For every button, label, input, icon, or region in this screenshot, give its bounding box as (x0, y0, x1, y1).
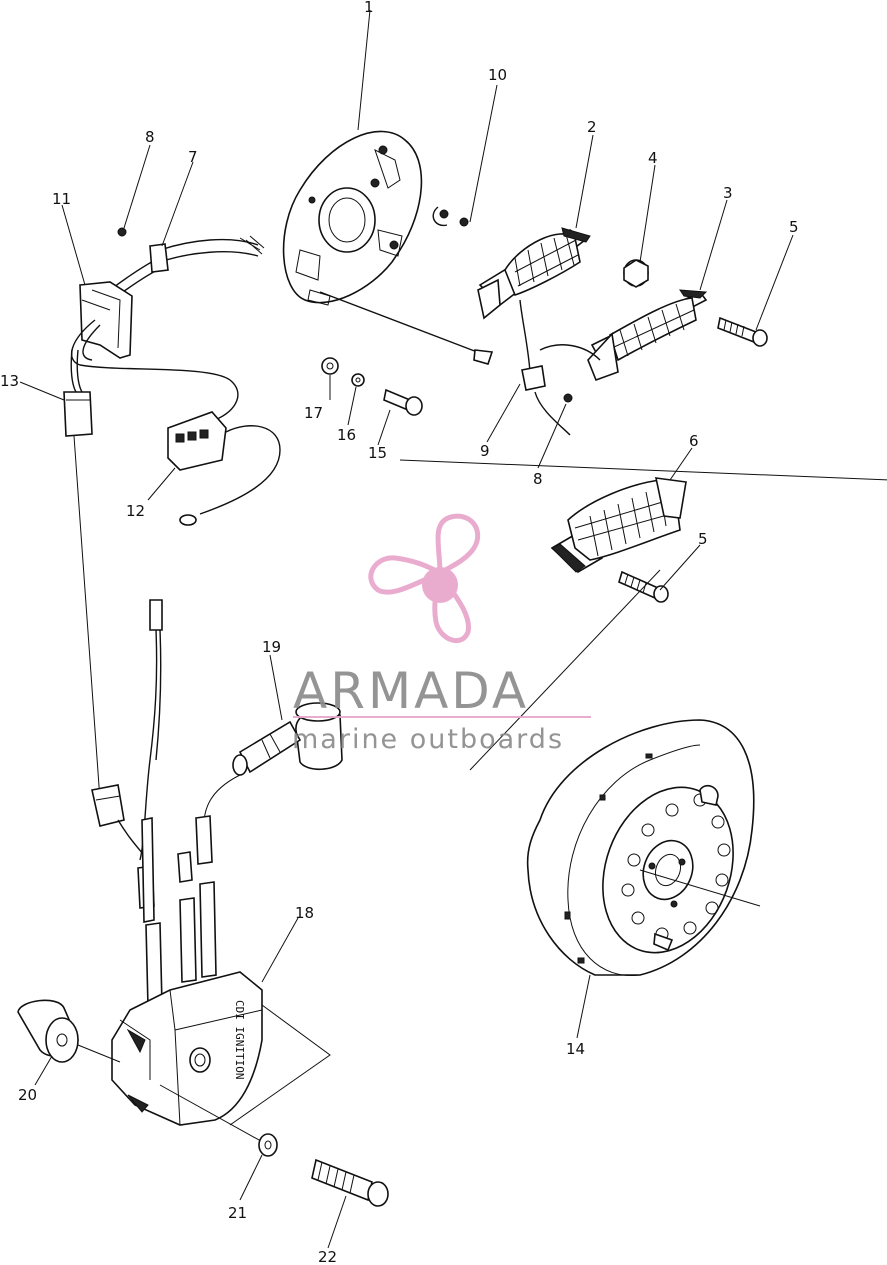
connector-13 (63, 391, 93, 437)
lead-wires (70, 319, 239, 421)
rod-guide (319, 291, 486, 356)
exciter-coil (550, 477, 687, 573)
callout-22: 22 (318, 1248, 337, 1265)
clip-retainer (432, 206, 469, 227)
screw-upper (717, 316, 768, 347)
washer-21 (258, 1133, 278, 1157)
callout-14: 14 (566, 1040, 585, 1058)
cdi-ignition-unit: CDI IGNITION (111, 815, 263, 1126)
flywheel (526, 719, 761, 977)
coil-lead-wire (519, 299, 601, 436)
callout-5-lower: 5 (698, 530, 708, 548)
callout-5-upper: 5 (789, 218, 799, 236)
lighting-coil (477, 227, 591, 320)
callout-labels: 1 2 3 4 5 5 6 7 8 8 9 10 11 12 13 14 15 … (0, 0, 799, 1265)
spacer-collar (623, 259, 649, 288)
callout-18: 18 (295, 904, 314, 922)
callout-1: 1 (364, 0, 374, 16)
terminal-block (167, 411, 281, 526)
callout-15: 15 (368, 444, 387, 462)
callout-21: 21 (228, 1204, 247, 1222)
callout-3: 3 (723, 184, 733, 202)
armada-watermark: ARMADA marine outboards (292, 513, 591, 755)
callout-11: 11 (52, 190, 71, 208)
watermark-subtitle: marine outboards (292, 724, 564, 755)
callout-20: 20 (18, 1086, 37, 1104)
clamp-bracket (473, 349, 494, 365)
screw-lower (618, 570, 669, 603)
callout-4: 4 (648, 149, 658, 167)
bolt-22 (311, 1158, 389, 1207)
callout-19: 19 (262, 638, 281, 656)
guide-line-bolt (159, 1084, 269, 1146)
lock-washer-16 (351, 373, 365, 387)
watermark-rule (293, 716, 591, 718)
charge-coil (587, 289, 708, 382)
propeller-hub-icon (422, 567, 458, 603)
callout-7: 7 (188, 148, 198, 166)
guide-line-flywheel (469, 569, 661, 771)
washer-17 (321, 357, 339, 375)
leader-lines (19, 9, 794, 1249)
guide-line-lower (399, 459, 887, 481)
cdi-stamp: CDI IGNITION (233, 1000, 246, 1079)
callout-8-lower: 8 (533, 470, 543, 488)
callout-17: 17 (304, 404, 323, 422)
callout-10: 10 (488, 66, 507, 84)
callout-2: 2 (587, 118, 597, 136)
rubber-sleeve (17, 999, 121, 1063)
callout-8-upper: 8 (145, 128, 155, 146)
callout-9: 9 (480, 442, 490, 460)
guide-line-13 (73, 435, 101, 801)
callout-13: 13 (0, 372, 19, 390)
screw-15 (383, 388, 423, 416)
watermark-title: ARMADA (293, 662, 529, 720)
stator-base-plate (282, 130, 423, 306)
guide-line-cdi (229, 1004, 331, 1126)
wire-harness (109, 227, 265, 301)
callout-6: 6 (689, 432, 699, 450)
spark-plug-cap (203, 702, 343, 841)
regulator-unit (79, 281, 133, 359)
callout-12: 12 (126, 502, 145, 520)
callout-16: 16 (337, 426, 356, 444)
